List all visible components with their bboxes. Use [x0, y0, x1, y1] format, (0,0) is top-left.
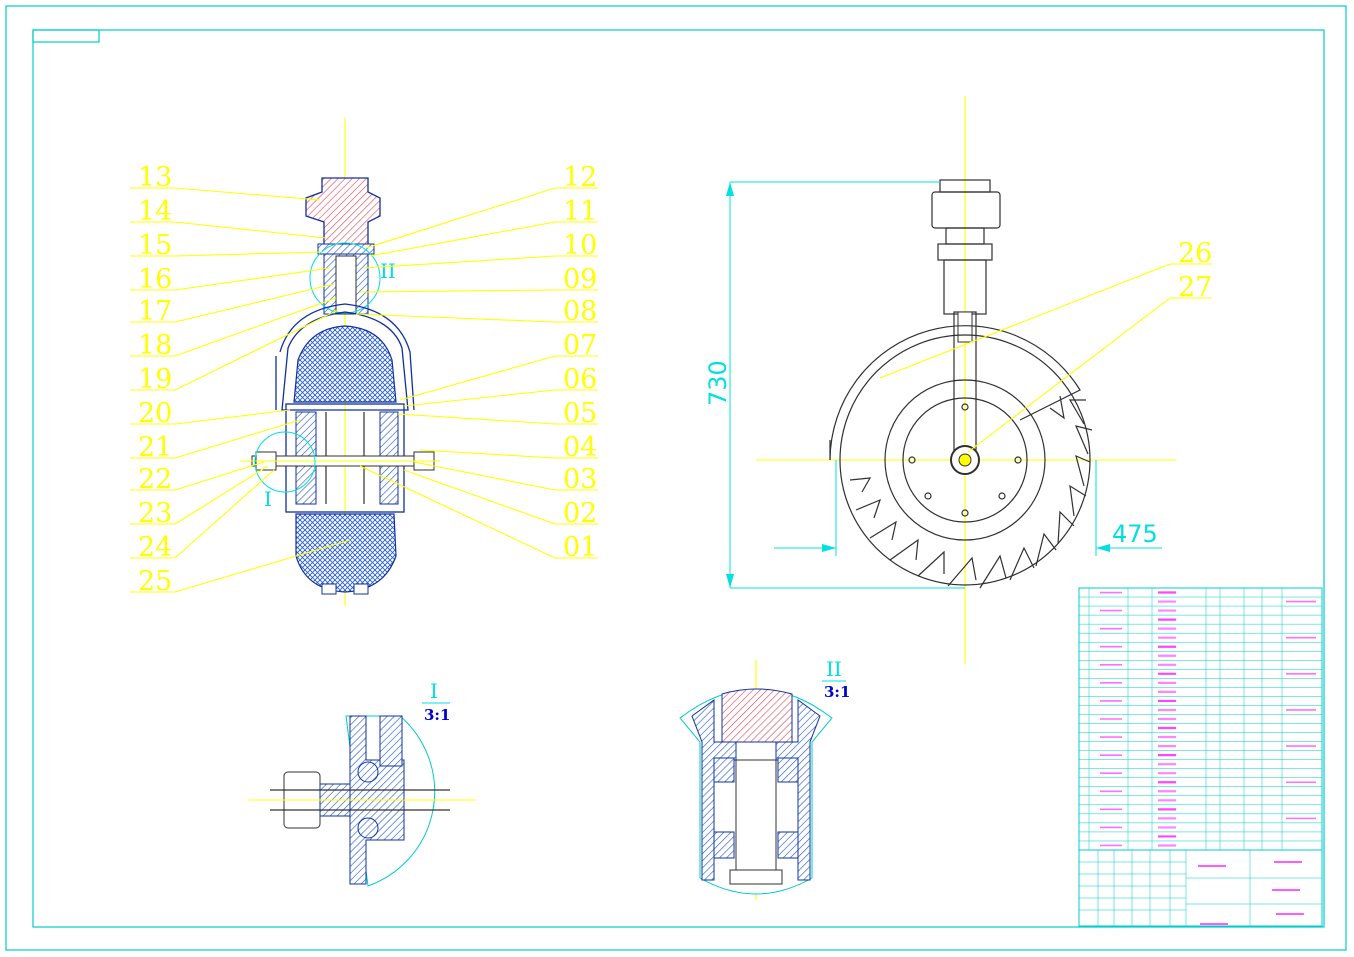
svg-text:16: 16: [138, 264, 172, 295]
label-26: 26: [879, 238, 1212, 379]
right-part-labels: 12 11 10 09 08 07 06 05 04 03 02 01: [355, 162, 598, 563]
svg-text:14: 14: [138, 196, 172, 227]
label-21: 21: [130, 419, 301, 463]
label-03: 03: [413, 461, 598, 495]
svg-text:15: 15: [138, 230, 172, 261]
label-27: 27: [967, 272, 1212, 453]
detail-I-mark: I: [264, 487, 272, 511]
svg-text:475: 475: [1112, 520, 1158, 548]
label-08: 08: [355, 296, 598, 327]
svg-text:10: 10: [563, 230, 597, 261]
svg-text:II: II: [826, 657, 842, 681]
svg-text:25: 25: [138, 566, 172, 597]
svg-text:13: 13: [138, 162, 172, 193]
svg-text:06: 06: [563, 364, 597, 395]
svg-text:18: 18: [138, 330, 172, 361]
svg-text:05: 05: [563, 398, 597, 429]
label-14: 14: [130, 196, 327, 239]
label-22: 22: [130, 461, 265, 495]
svg-text:19: 19: [138, 364, 172, 395]
corner-tab: [32, 29, 100, 43]
svg-text:17: 17: [138, 296, 172, 327]
label-20: 20: [130, 398, 291, 429]
label-07: 07: [399, 330, 598, 401]
svg-text:12: 12: [563, 162, 597, 193]
label-13: 13: [130, 162, 321, 201]
label-23: 23: [130, 465, 269, 529]
svg-text:01: 01: [563, 532, 597, 563]
svg-text:23: 23: [138, 498, 172, 529]
svg-text:11: 11: [563, 196, 597, 227]
detail-II-view: II 3:1: [679, 657, 850, 900]
label-18: 18: [130, 297, 337, 361]
label-15: 15: [130, 230, 323, 261]
detail-II-mark: II: [380, 259, 396, 283]
svg-text:27: 27: [1178, 272, 1212, 303]
svg-text:03: 03: [563, 464, 597, 495]
svg-text:21: 21: [138, 432, 172, 463]
detail-I-view: I 3:1: [248, 679, 476, 887]
left-part-labels: 13 14 15 16 17 18 19 20 21 22 23 24 25: [130, 162, 351, 597]
svg-text:07: 07: [563, 330, 597, 361]
svg-text:I: I: [430, 679, 438, 703]
label-16: 16: [130, 264, 331, 295]
svg-text:04: 04: [563, 432, 597, 463]
svg-text:24: 24: [138, 532, 172, 563]
label-25: 25: [130, 539, 351, 597]
svg-text:3:1: 3:1: [824, 683, 850, 701]
label-04: 04: [419, 432, 598, 463]
label-01: 01: [359, 465, 598, 563]
svg-text:730: 730: [704, 360, 732, 406]
svg-text:3:1: 3:1: [424, 706, 450, 724]
svg-text:20: 20: [138, 398, 172, 429]
inner-frame: [32, 29, 1325, 928]
label-24: 24: [130, 469, 275, 563]
label-11: 11: [369, 196, 598, 257]
label-02: 02: [403, 469, 598, 529]
wheel-side-view: 26 27 730 475: [704, 96, 1212, 664]
detail-II-circle: [309, 242, 381, 314]
dimension-730: 730: [704, 181, 965, 589]
svg-text:09: 09: [563, 264, 597, 295]
outer-frame: [5, 5, 1347, 951]
label-05: 05: [397, 398, 598, 429]
dimension-475: 475: [774, 460, 1162, 556]
label-10: 10: [363, 230, 598, 269]
svg-text:26: 26: [1178, 238, 1212, 269]
svg-text:08: 08: [563, 296, 597, 327]
label-09: 09: [359, 264, 598, 295]
title-block: [1078, 587, 1323, 927]
label-12: 12: [365, 162, 598, 249]
detail-I-circle: [254, 431, 316, 493]
label-06: 06: [403, 364, 598, 407]
main-section-view: II I: [240, 118, 440, 606]
svg-text:22: 22: [138, 464, 172, 495]
svg-text:02: 02: [563, 498, 597, 529]
label-19: 19: [130, 309, 339, 395]
label-17: 17: [130, 283, 335, 327]
